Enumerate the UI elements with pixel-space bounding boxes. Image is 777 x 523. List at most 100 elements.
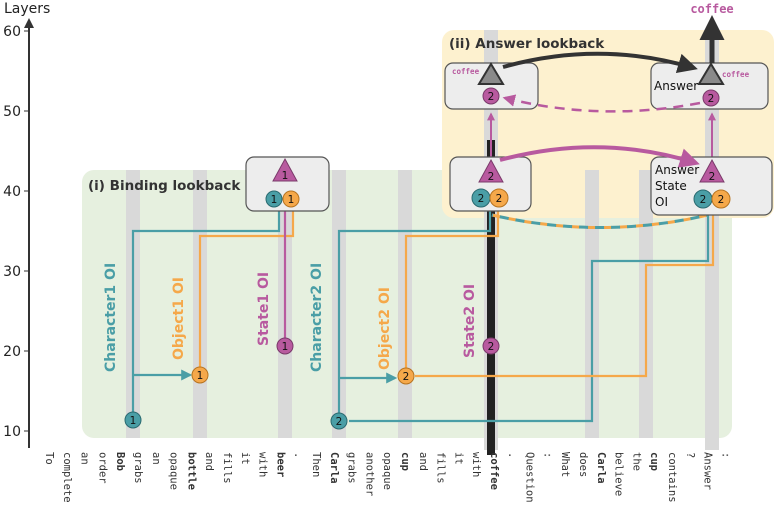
coffee-small-label: coffee	[722, 70, 750, 79]
token-plain: ?	[684, 452, 696, 458]
token-plain: To	[43, 452, 55, 465]
node-label: 2	[488, 91, 495, 103]
token-state: coffee	[488, 452, 500, 490]
token-plain: an	[150, 452, 162, 465]
coffee-residual-stream	[487, 140, 495, 455]
answer-object-node	[711, 189, 731, 209]
state2-node	[482, 337, 500, 355]
state2-box	[449, 156, 532, 212]
character1-node	[124, 411, 142, 429]
y-tick-label: 30	[3, 264, 21, 280]
answer-state-label-1: Answer	[655, 163, 699, 177]
node-label: 2	[700, 194, 707, 206]
y-tick-label: 60	[3, 24, 21, 40]
node-label: 2	[403, 371, 410, 383]
node-label: 2	[496, 193, 503, 205]
token-plain: order	[96, 452, 108, 484]
token-plain: opaque	[381, 452, 393, 490]
node-label: 2	[488, 171, 495, 183]
answer-box-label: Answer	[654, 79, 698, 93]
token-plain: fills	[221, 452, 233, 484]
node-label: 2	[488, 341, 495, 353]
token-character: Carla	[328, 452, 340, 484]
y-axis-label: Layers	[4, 1, 50, 17]
character1-oi-label: Character1 OI	[103, 263, 119, 372]
node-label: 1	[197, 370, 204, 382]
token-character: Carla	[595, 452, 607, 484]
object1-node-box	[282, 190, 300, 208]
node-label: 2	[718, 194, 725, 206]
node-label: 2	[709, 171, 716, 183]
node-label: 2	[478, 193, 485, 205]
token-plain: it	[239, 452, 251, 465]
answer-triangle-node	[697, 62, 725, 85]
answer-dashed-back-arrow	[502, 94, 701, 113]
token-plain: with	[257, 452, 269, 477]
token-object: bottle	[185, 452, 197, 490]
node-label: 1	[282, 170, 289, 182]
answer-state-triangle-node	[699, 158, 725, 183]
token-plain: contains	[666, 452, 678, 503]
binding-lookback-title: (i) Binding lookback	[88, 178, 241, 194]
y-tick-label: 20	[3, 344, 21, 360]
payload-triangle-node	[477, 62, 505, 85]
answer-state-label-3: OI	[655, 195, 668, 209]
source-state-node	[482, 87, 500, 105]
node-label: 1	[130, 415, 137, 427]
node-label: 1	[282, 341, 289, 353]
node-label: 1	[271, 194, 278, 206]
token-plain: :	[719, 452, 731, 458]
answer-state-circle-node	[702, 89, 720, 107]
answer-lookback-title: (ii) Answer lookback	[449, 36, 605, 52]
binding-dashed-arc-teal	[491, 213, 709, 229]
coffee-small-label: coffee	[452, 67, 480, 76]
token-plain: Then	[310, 452, 322, 477]
state2-oi-label: State2 OI	[462, 284, 478, 358]
token-plain: Answer	[702, 452, 714, 490]
character2-oi-label: Character2 OI	[309, 263, 325, 372]
answer-state-label-2: State	[655, 179, 687, 193]
token-plain: :	[541, 452, 553, 458]
token-plain: .	[292, 452, 304, 458]
character-paths	[131, 203, 710, 423]
token-plain: the	[630, 452, 642, 471]
token-plain: complete	[61, 452, 73, 503]
token-plain: it	[452, 452, 464, 465]
character1-node-box	[265, 190, 283, 208]
y-tick-label: 40	[3, 184, 21, 200]
token-character: Bob	[114, 452, 126, 471]
object2-node	[397, 367, 415, 385]
token-state: beer	[274, 452, 286, 477]
token-plain: Question	[524, 452, 536, 503]
state2-triangle-node	[478, 158, 504, 183]
y-axis-ticks: 10 20 30 40 50 60	[3, 24, 29, 440]
token-plain: believe	[613, 452, 625, 496]
object-paths	[198, 203, 715, 378]
object2-oi-label: Object2 OI	[377, 287, 393, 370]
token-plain: opaque	[168, 452, 180, 490]
token-plain: grabs	[132, 452, 144, 484]
state1-triangle-node	[272, 157, 298, 182]
token-plain: grabs	[346, 452, 358, 484]
output-token: coffee	[690, 2, 733, 16]
y-tick-label: 50	[3, 104, 21, 120]
token-plain: What	[559, 452, 571, 477]
token-object: cup	[648, 452, 660, 471]
object1-oi-label: Object1 OI	[171, 277, 187, 360]
object1-node	[191, 366, 209, 384]
token-plain: and	[417, 452, 429, 471]
token-object: cup	[399, 452, 411, 471]
node-label: 2	[336, 416, 343, 428]
answer-state-box	[650, 156, 773, 216]
character2-node	[330, 412, 348, 430]
state1-node	[276, 337, 294, 355]
token-plain: an	[79, 452, 91, 465]
object2-node-box	[489, 188, 509, 208]
token-plain: .	[506, 452, 518, 458]
token-plain: and	[203, 452, 215, 471]
token-plain: does	[577, 452, 589, 477]
answer-pointer-dark-arrow	[502, 51, 698, 74]
state1-oi-label: State1 OI	[256, 272, 272, 346]
